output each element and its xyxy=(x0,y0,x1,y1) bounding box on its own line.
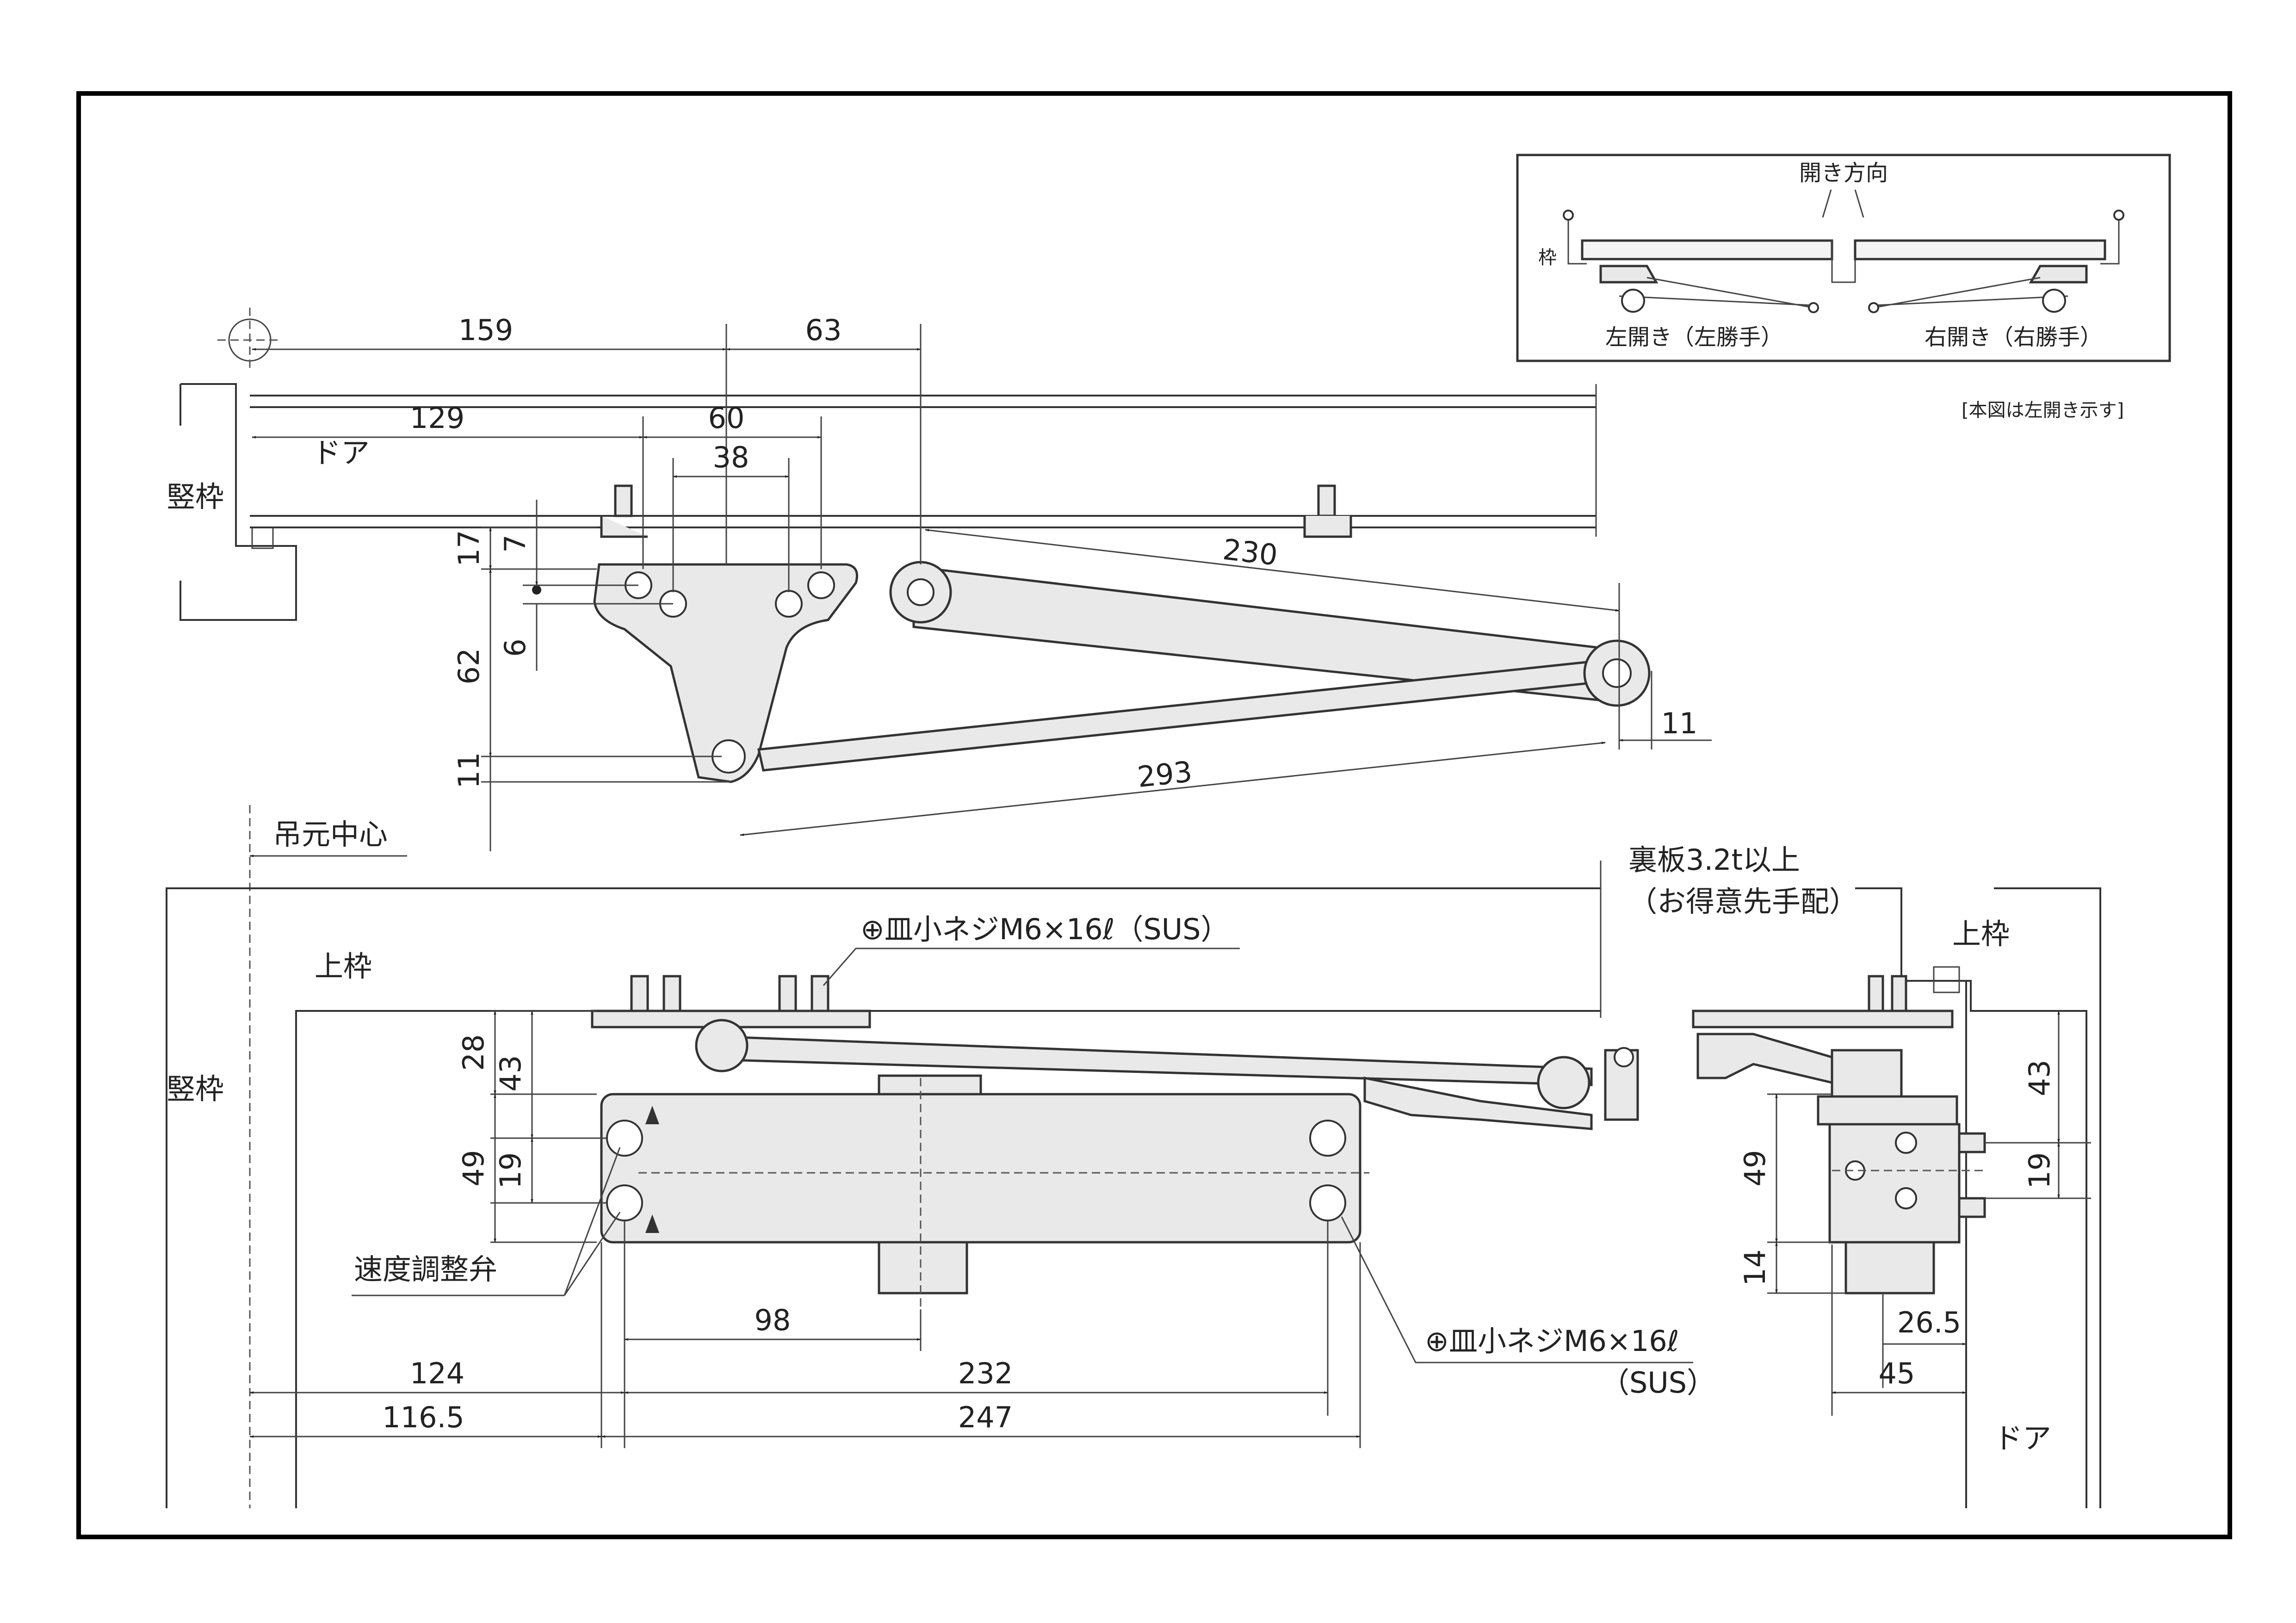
dim-38: 38 xyxy=(713,440,749,474)
dim-60: 60 xyxy=(708,401,745,435)
drawing-border xyxy=(76,91,2232,1539)
screw-label-top: ⊕皿小ネジM6×16ℓ（SUS） xyxy=(860,912,1229,946)
right-opening-caption: 右開き（右勝手） xyxy=(1925,324,2102,350)
dim-62: 62 xyxy=(452,648,486,685)
side-dim-43: 43 xyxy=(2023,1060,2056,1096)
side-upper-frame-label: 上枠 xyxy=(1952,917,2010,951)
side-frame-label: 竪枠 xyxy=(167,1072,224,1106)
dim-232: 232 xyxy=(958,1357,1013,1390)
dim-11-right: 11 xyxy=(1661,706,1698,740)
side-dim-26-5: 26.5 xyxy=(1897,1306,1961,1339)
top-view-frame-label: 竪枠 xyxy=(167,480,224,514)
dim-230: 230 xyxy=(1221,533,1279,572)
dim-247: 247 xyxy=(958,1400,1013,1434)
dim-49: 49 xyxy=(457,1150,490,1187)
screw-label-bottom-2: （SUS） xyxy=(1601,1366,1715,1400)
dim-116-5: 116.5 xyxy=(382,1400,464,1434)
side-dim-14: 14 xyxy=(1738,1250,1772,1286)
dim-28: 28 xyxy=(457,1035,490,1071)
dim-63: 63 xyxy=(805,313,842,347)
side-dim-49: 49 xyxy=(1738,1150,1772,1187)
side-view: 上枠 ドア 49 14 43 19 26.5 45 xyxy=(1692,887,2101,1508)
front-view: 吊元中心 上枠 竪枠 ⊕皿小ネジM6×16ℓ（SUS） 速度調整弁 xyxy=(166,805,1858,1508)
dim-19: 19 xyxy=(494,1152,527,1189)
left-opening-caption: 左開き（左勝手） xyxy=(1605,324,1783,350)
dim-293: 293 xyxy=(1136,755,1194,794)
dim-159: 159 xyxy=(458,313,513,347)
side-dim-45: 45 xyxy=(1879,1357,1915,1390)
screw-label-bottom-1: ⊕皿小ネジM6×16ℓ xyxy=(1425,1324,1679,1358)
opening-direction-inset: 開き方向 枠 左開き（左勝手） 右開き（右勝手） xyxy=(1516,154,2171,362)
dim-98: 98 xyxy=(755,1303,791,1337)
upper-frame-label: 上枠 xyxy=(315,949,372,983)
dim-43: 43 xyxy=(494,1055,527,1092)
top-view: 竪枠 ドア 159 63 129 60 xyxy=(167,308,1712,851)
inset-frame-label: 枠 xyxy=(1538,247,1557,268)
dim-17: 17 xyxy=(452,530,486,567)
backing-plate-label-2: （お得意先手配） xyxy=(1628,885,1858,918)
top-view-door-label: ドア xyxy=(312,436,370,470)
side-dim-19: 19 xyxy=(2023,1152,2056,1189)
dim-129: 129 xyxy=(410,401,464,435)
valve-label: 速度調整弁 xyxy=(354,1252,497,1286)
dim-6: 6 xyxy=(498,638,532,657)
dim-11-left: 11 xyxy=(452,752,486,789)
dim-7: 7 xyxy=(498,534,532,552)
hinge-center-label: 吊元中心 xyxy=(273,818,388,851)
side-door-label: ドア xyxy=(1994,1421,2051,1455)
dim-124: 124 xyxy=(410,1357,464,1390)
drawing-note: [本図は左開き示す] xyxy=(1962,400,2124,421)
backing-plate-label-1: 裏板3.2t以上 xyxy=(1628,843,1800,877)
opening-direction-label: 開き方向 xyxy=(1799,160,1888,186)
